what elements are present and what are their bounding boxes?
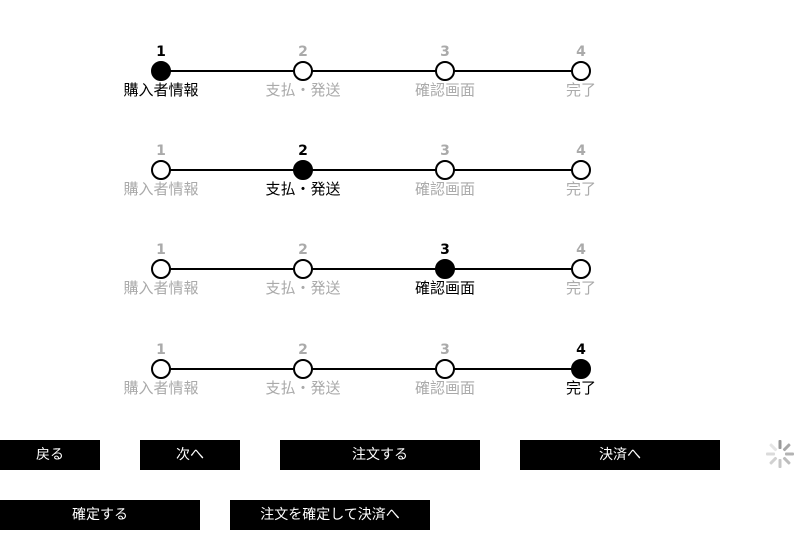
step-label: 支払・発送 [265, 81, 341, 99]
step-payment-shipping: 2 支払・発送 [243, 242, 363, 306]
next-button[interactable]: 次へ [140, 440, 240, 470]
confirm-button[interactable]: 確定する [0, 500, 200, 530]
step-confirmation: 3 確認画面 [385, 242, 505, 306]
step-indicator-dot [151, 61, 171, 81]
progress-stepper-1: 1 購入者情報 2 支払・発送 3 確認画面 4 完了 [0, 44, 800, 108]
back-button[interactable]: 戻る [0, 440, 100, 470]
step-number: 1 [156, 242, 166, 258]
loading-spinner-icon [764, 438, 796, 470]
step-number: 1 [156, 44, 166, 60]
step-indicator-dot [151, 259, 171, 279]
step-label: 支払・発送 [265, 279, 341, 297]
step-label: 購入者情報 [123, 379, 199, 397]
step-indicator-dot [293, 259, 313, 279]
step-confirmation: 3 確認画面 [385, 44, 505, 108]
step-indicator-dot [435, 61, 455, 81]
step-number: 2 [298, 143, 308, 159]
step-label: 購入者情報 [123, 81, 199, 99]
step-indicator-dot [293, 160, 313, 180]
step-label: 確認画面 [414, 379, 475, 397]
step-purchaser-info: 1 購入者情報 [101, 44, 221, 108]
step-payment-shipping: 2 支払・発送 [243, 342, 363, 406]
step-complete: 4 完了 [521, 242, 641, 306]
step-confirmation: 3 確認画面 [385, 143, 505, 207]
stepper-track [161, 268, 581, 270]
step-indicator-dot [571, 160, 591, 180]
step-label: 支払・発送 [265, 180, 341, 198]
step-number: 3 [440, 242, 450, 258]
step-label: 完了 [565, 180, 596, 198]
step-label: 完了 [565, 379, 596, 397]
stepper-track [161, 70, 581, 72]
step-purchaser-info: 1 購入者情報 [101, 342, 221, 406]
step-complete: 4 完了 [521, 143, 641, 207]
step-payment-shipping: 2 支払・発送 [243, 143, 363, 207]
step-indicator-dot [435, 259, 455, 279]
loading-spinner-icon-svg [766, 440, 794, 468]
step-complete: 4 完了 [521, 44, 641, 108]
step-indicator-dot [293, 359, 313, 379]
stepper-track [161, 368, 581, 370]
step-indicator-dot [571, 61, 591, 81]
step-number: 4 [576, 342, 586, 358]
step-complete: 4 完了 [521, 342, 641, 406]
step-label: 確認画面 [414, 81, 475, 99]
confirm-order-and-pay-button[interactable]: 注文を確定して決済へ [230, 500, 430, 530]
progress-stepper-4: 1 購入者情報 2 支払・発送 3 確認画面 4 完了 [0, 342, 800, 406]
step-label: 支払・発送 [265, 379, 341, 397]
progress-stepper-3: 1 購入者情報 2 支払・発送 3 確認画面 4 完了 [0, 242, 800, 306]
step-number: 2 [298, 242, 308, 258]
step-label: 確認画面 [414, 279, 475, 297]
to-payment-button[interactable]: 決済へ [520, 440, 720, 470]
progress-stepper-2: 1 購入者情報 2 支払・発送 3 確認画面 4 完了 [0, 143, 800, 207]
step-number: 1 [156, 342, 166, 358]
step-number: 2 [298, 342, 308, 358]
step-confirmation: 3 確認画面 [385, 342, 505, 406]
step-indicator-dot [435, 160, 455, 180]
place-order-button[interactable]: 注文する [280, 440, 480, 470]
step-number: 4 [576, 242, 586, 258]
step-number: 3 [440, 44, 450, 60]
step-label: 確認画面 [414, 180, 475, 198]
step-number: 3 [440, 342, 450, 358]
step-number: 3 [440, 143, 450, 159]
step-indicator-dot [571, 259, 591, 279]
step-purchaser-info: 1 購入者情報 [101, 143, 221, 207]
step-label: 購入者情報 [123, 279, 199, 297]
step-indicator-dot [571, 359, 591, 379]
step-label: 完了 [565, 81, 596, 99]
step-label: 完了 [565, 279, 596, 297]
step-number: 4 [576, 143, 586, 159]
step-indicator-dot [151, 160, 171, 180]
step-label: 購入者情報 [123, 180, 199, 198]
step-indicator-dot [293, 61, 313, 81]
step-indicator-dot [435, 359, 455, 379]
step-number: 2 [298, 44, 308, 60]
step-payment-shipping: 2 支払・発送 [243, 44, 363, 108]
stepper-track [161, 169, 581, 171]
step-indicator-dot [151, 359, 171, 379]
step-number: 1 [156, 143, 166, 159]
step-purchaser-info: 1 購入者情報 [101, 242, 221, 306]
step-number: 4 [576, 44, 586, 60]
